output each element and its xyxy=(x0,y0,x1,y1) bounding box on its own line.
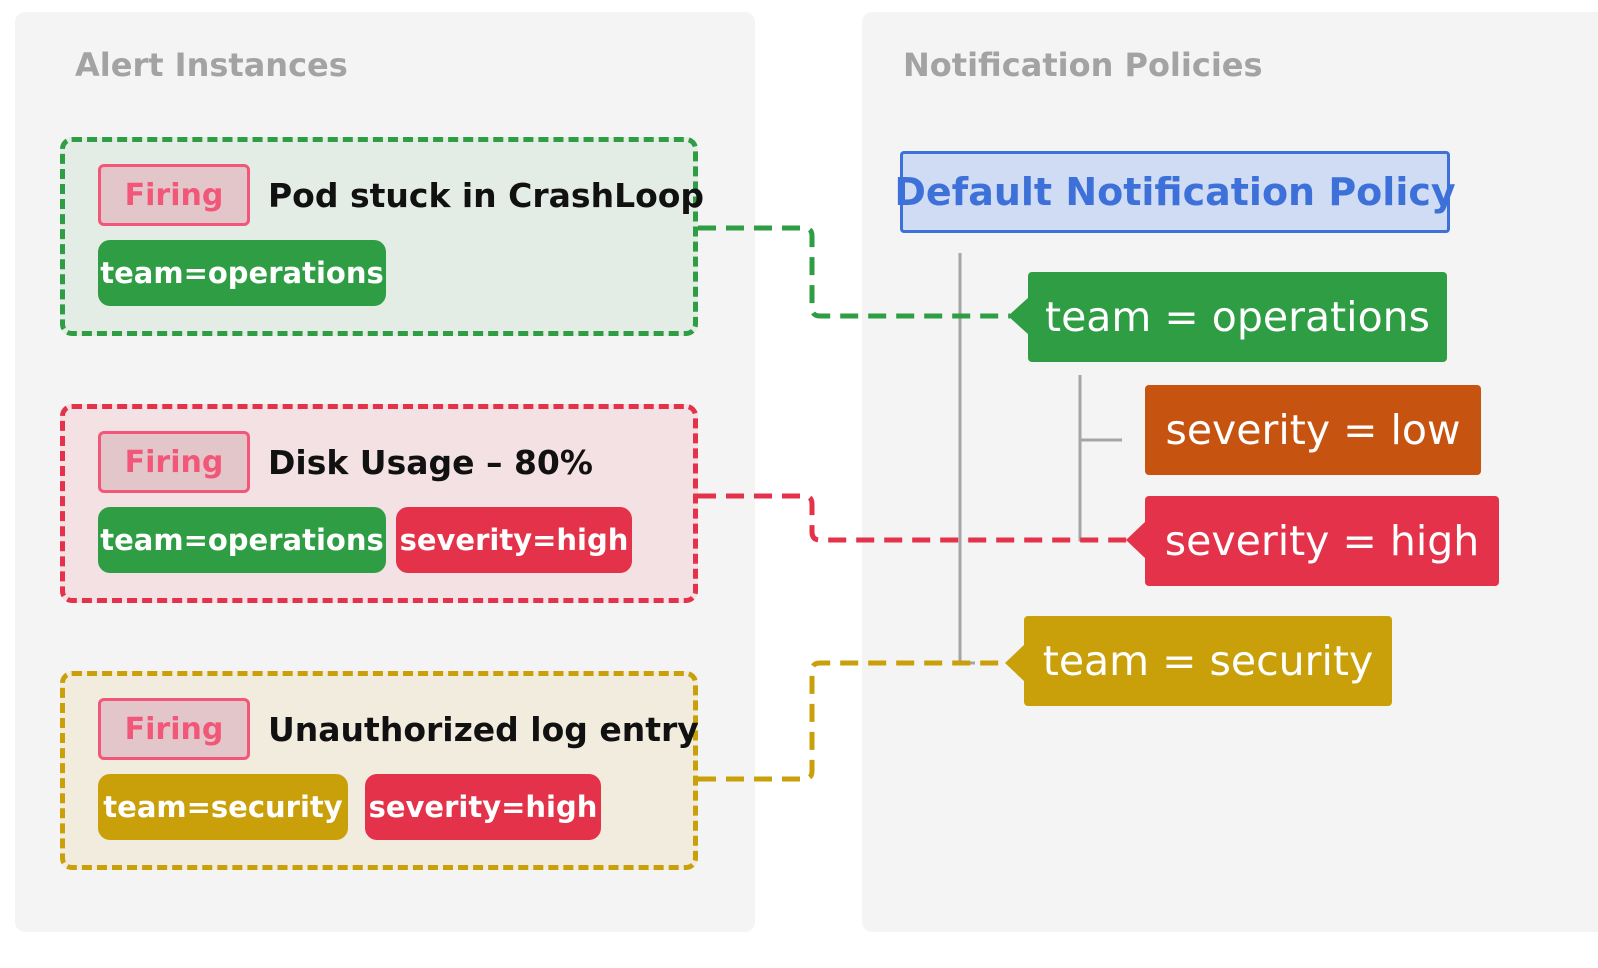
label-tag-team: team=operations xyxy=(98,240,386,306)
policy-severity-high[interactable]: severity = high xyxy=(1145,496,1499,586)
arrow-team-operations xyxy=(1008,297,1029,335)
label-tag-severity: severity=high xyxy=(396,507,632,573)
default-notification-policy[interactable]: Default Notification Policy xyxy=(894,151,1456,233)
label-tag-team: team=operations xyxy=(98,507,386,573)
route-line-crashloop xyxy=(698,225,1010,319)
route-line-disk-usage xyxy=(698,493,1128,543)
policy-severity-low[interactable]: severity = low xyxy=(1145,385,1481,475)
route-line-unauthorized-log xyxy=(698,660,1007,782)
alert-instances-title: Alert Instances xyxy=(75,46,348,84)
arrow-severity-high xyxy=(1126,521,1146,559)
arrow-team-security xyxy=(1005,644,1025,682)
policy-team-security[interactable]: team = security xyxy=(1024,616,1392,706)
alert-title: Disk Usage – 80% xyxy=(268,443,593,482)
policy-team-operations[interactable]: team = operations xyxy=(1028,272,1447,362)
firing-badge: Firing xyxy=(98,431,250,493)
firing-badge: Firing xyxy=(98,698,250,760)
label-tag-severity: severity=high xyxy=(365,774,601,840)
alert-title: Unauthorized log entry xyxy=(268,710,699,749)
notification-policies-title: Notification Policies xyxy=(903,46,1263,84)
policy-tree-branch xyxy=(1078,375,1098,542)
firing-badge: Firing xyxy=(98,164,250,226)
alert-title: Pod stuck in CrashLoop xyxy=(268,176,705,215)
label-tag-team: team=security xyxy=(98,774,348,840)
